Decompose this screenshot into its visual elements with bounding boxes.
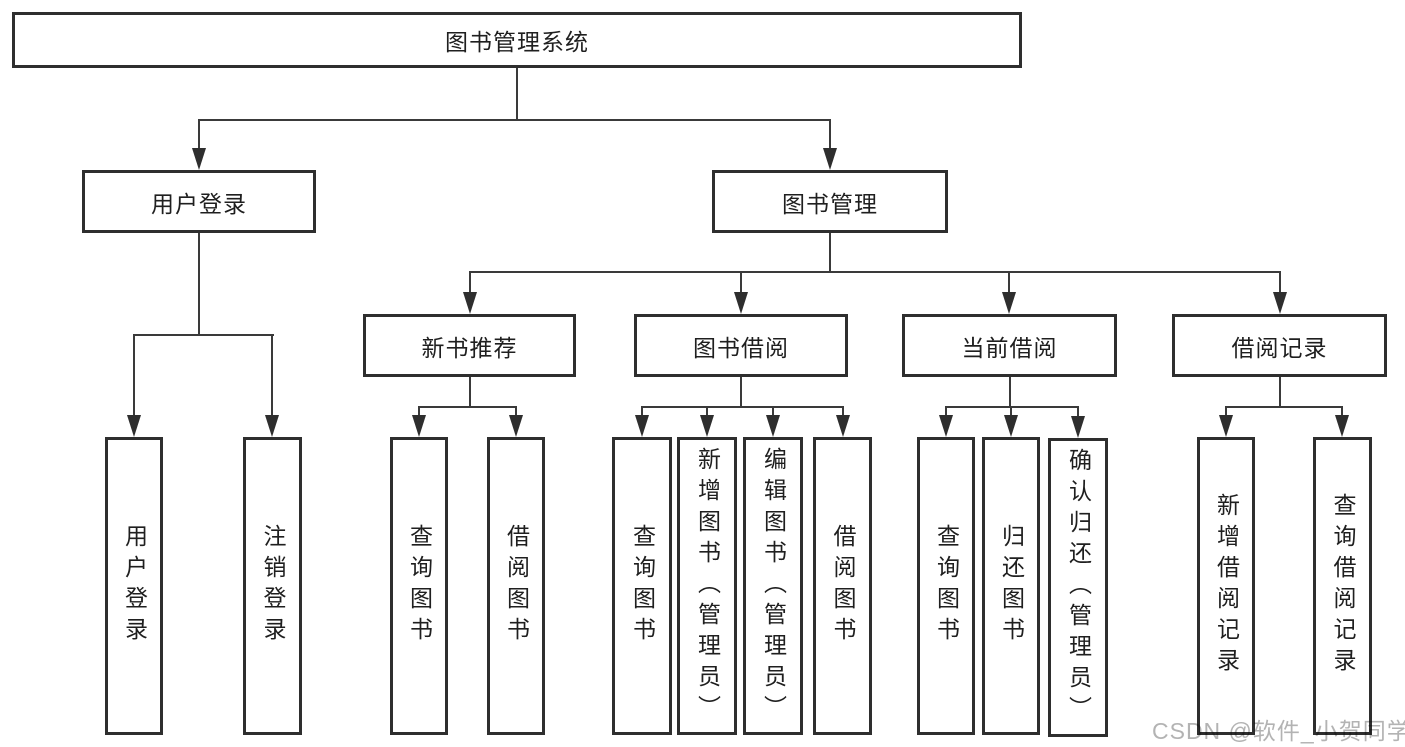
connector-vline — [740, 377, 742, 408]
node-label: 图书借阅 — [693, 334, 789, 361]
leaf-label: 借阅图书 — [503, 524, 530, 648]
arrowhead-down-icon — [1273, 292, 1287, 314]
arrowhead-down-icon — [1004, 415, 1018, 437]
arrowhead-down-icon — [1002, 292, 1016, 314]
connector-hline — [133, 334, 274, 336]
leaf-label: 查询借阅记录 — [1330, 493, 1356, 679]
connector-vline — [1341, 406, 1343, 417]
connector-vline — [469, 271, 471, 293]
arrowhead-down-icon — [836, 415, 850, 437]
connector-vline — [516, 68, 518, 121]
node-book-borrowing: 图书借阅 — [634, 314, 848, 377]
arrowhead-down-icon — [635, 415, 649, 437]
connector-hline — [945, 406, 1079, 408]
connector-hline — [469, 271, 1281, 273]
arrowhead-down-icon — [265, 415, 279, 437]
connector-vline — [198, 119, 200, 150]
leaf-borrow-books-recommend: 借阅图书 — [487, 437, 545, 735]
connector-hline — [1225, 406, 1343, 408]
connector-vline — [1010, 406, 1012, 417]
connector-vline — [1008, 271, 1010, 293]
connector-vline — [271, 334, 273, 416]
connector-vline — [1279, 377, 1281, 408]
leaf-borrow-books-borrow: 借阅图书 — [813, 437, 872, 735]
node-label: 新书推荐 — [421, 334, 518, 361]
connector-vline — [706, 406, 708, 417]
arrowhead-down-icon — [192, 148, 206, 170]
leaf-edit-books-admin: 编辑图书（管理员） — [743, 437, 803, 735]
leaf-label: 编辑图书（管理员） — [760, 446, 787, 726]
connector-vline — [1009, 377, 1011, 408]
csdn-watermark: CSDN @软件_小贺同学 — [1152, 718, 1405, 744]
connector-vline — [515, 406, 517, 417]
leaf-label: 借阅图书 — [830, 524, 856, 648]
connector-vline — [1077, 406, 1079, 417]
node-label: 图书管理 — [782, 190, 878, 217]
arrowhead-down-icon — [509, 415, 523, 437]
leaf-add-books-admin: 新增图书（管理员） — [677, 437, 737, 735]
connector-vline — [198, 233, 200, 336]
leaf-label: 查询图书 — [629, 524, 656, 648]
node-new-book-recommendation: 新书推荐 — [363, 314, 576, 377]
connector-vline — [1225, 406, 1227, 417]
node-label: 图书管理系统 — [445, 29, 589, 55]
connector-vline — [842, 406, 844, 417]
arrowhead-down-icon — [766, 415, 780, 437]
leaf-query-books-borrow: 查询图书 — [612, 437, 672, 735]
arrowhead-down-icon — [1219, 415, 1233, 437]
node-borrowing-records: 借阅记录 — [1172, 314, 1387, 377]
arrowhead-down-icon — [700, 415, 714, 437]
leaf-confirm-return-admin: 确认归还（管理员） — [1048, 438, 1108, 737]
connector-vline — [641, 406, 643, 417]
connector-vline — [418, 406, 420, 417]
node-current-borrowing: 当前借阅 — [902, 314, 1117, 377]
leaf-label: 归还图书 — [998, 524, 1025, 648]
arrowhead-down-icon — [463, 292, 477, 314]
connector-vline — [945, 406, 947, 417]
arrowhead-down-icon — [734, 292, 748, 314]
connector-hline — [418, 406, 517, 408]
connector-vline — [772, 406, 774, 417]
leaf-query-borrow-record: 查询借阅记录 — [1313, 437, 1372, 735]
connector-vline — [740, 271, 742, 293]
leaf-label: 新增图书（管理员） — [694, 446, 721, 726]
connector-hline — [641, 406, 844, 408]
node-label: 用户登录 — [151, 190, 247, 217]
leaf-return-books: 归还图书 — [982, 437, 1040, 735]
leaf-user-login: 用户登录 — [105, 437, 163, 735]
node-library-management-system: 图书管理系统 — [12, 12, 1022, 68]
connector-vline — [133, 334, 135, 416]
arrowhead-down-icon — [412, 415, 426, 437]
arrowhead-down-icon — [1071, 416, 1085, 438]
node-book-management: 图书管理 — [712, 170, 948, 233]
connector-vline — [1279, 271, 1281, 293]
leaf-query-books-recommend: 查询图书 — [390, 437, 448, 735]
node-label: 借阅记录 — [1231, 334, 1328, 361]
leaf-label: 用户登录 — [121, 524, 148, 648]
connector-vline — [829, 233, 831, 273]
arrowhead-down-icon — [1335, 415, 1349, 437]
node-user-login: 用户登录 — [82, 170, 316, 233]
leaf-label: 确认归还（管理员） — [1065, 448, 1092, 727]
connector-vline — [469, 377, 471, 408]
arrowhead-down-icon — [823, 148, 837, 170]
leaf-label: 注销登录 — [260, 524, 286, 648]
leaf-logout-login: 注销登录 — [243, 437, 302, 735]
leaf-label: 查询图书 — [933, 524, 960, 648]
leaf-label: 查询图书 — [406, 524, 433, 648]
connector-vline — [829, 119, 831, 150]
leaf-add-borrow-record: 新增借阅记录 — [1197, 437, 1255, 735]
leaf-query-books-current: 查询图书 — [917, 437, 975, 735]
arrowhead-down-icon — [127, 415, 141, 437]
connector-hline — [198, 119, 831, 121]
arrowhead-down-icon — [939, 415, 953, 437]
leaf-label: 新增借阅记录 — [1213, 493, 1240, 679]
node-label: 当前借阅 — [961, 334, 1058, 361]
